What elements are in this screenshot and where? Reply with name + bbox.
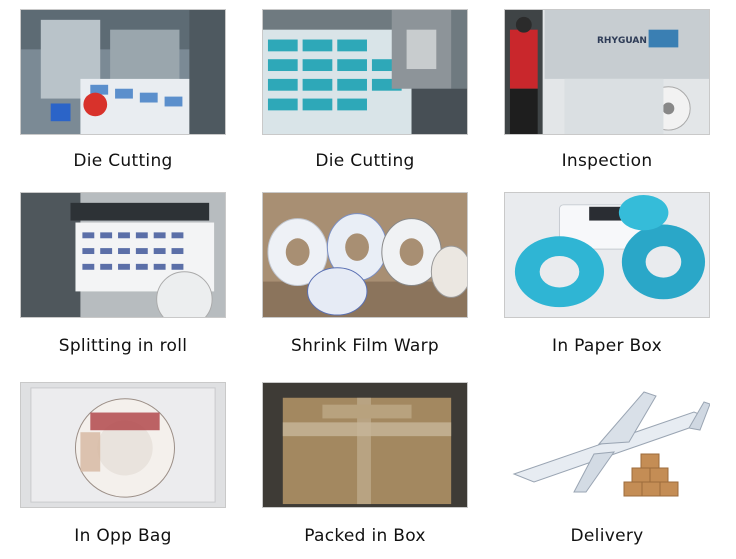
step-splitting-in-roll: Splitting in roll	[20, 192, 226, 356]
step-label: Die Cutting	[73, 151, 173, 171]
photo-splitting-machine	[20, 192, 226, 318]
step-label: In Paper Box	[552, 336, 662, 356]
step-label: Inspection	[561, 151, 653, 171]
step-inspection: RHYGUAN Inspection	[504, 9, 710, 171]
photo-tape-in-bag	[20, 382, 226, 508]
photo-washi-tape-rolls	[262, 192, 468, 318]
step-label: Die Cutting	[315, 151, 415, 171]
step-label: Shrink Film Warp	[291, 336, 439, 356]
step-packed-in-box: Packed in Box	[262, 382, 468, 546]
step-label: Packed in Box	[304, 526, 426, 546]
step-in-opp-bag: In Opp Bag	[20, 382, 226, 546]
step-label: Delivery	[570, 526, 644, 546]
photo-inspection-machine: RHYGUAN	[504, 9, 710, 135]
step-shrink-film-warp: Shrink Film Warp	[262, 192, 468, 356]
machine-brand-text: RHYGUAN	[597, 36, 647, 46]
step-in-paper-box: In Paper Box	[504, 192, 710, 356]
step-label: In Opp Bag	[74, 526, 172, 546]
step-delivery: Delivery	[504, 382, 710, 546]
step-die-cutting-2: Die Cutting	[262, 9, 468, 171]
photo-airplane-delivery	[504, 382, 710, 508]
step-label: Splitting in roll	[58, 336, 188, 356]
photo-die-cutting-machine	[20, 9, 226, 135]
photo-cardboard-box	[262, 382, 468, 508]
photo-tape-in-box	[504, 192, 710, 318]
step-die-cutting-1: Die Cutting	[20, 9, 226, 171]
photo-die-cutting-sheets	[262, 9, 468, 135]
